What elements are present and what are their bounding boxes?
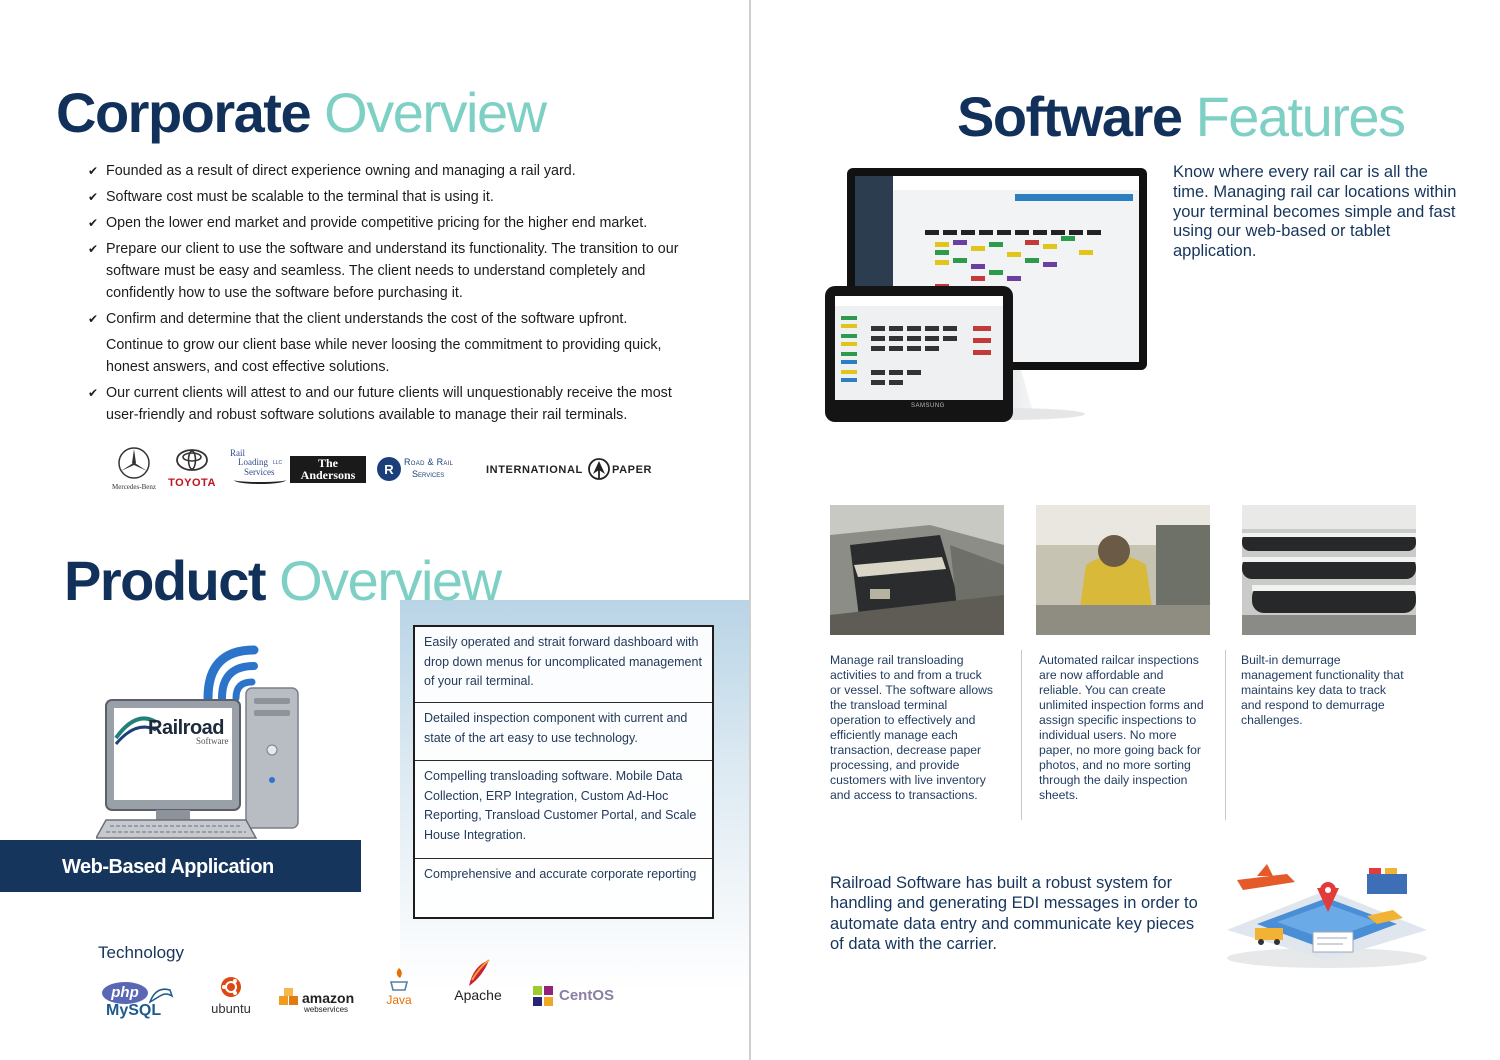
column-divider [1021, 650, 1022, 820]
feature-item: Comprehensive and accurate corporate rep… [424, 867, 697, 881]
edi-description: Railroad Software has built a robust sys… [830, 874, 1198, 953]
bullet-text: Confirm and determine that the client un… [106, 311, 628, 327]
tablet-brand-label: SAMSUNG [911, 403, 945, 409]
transloading-description: Manage rail transloading activities to a… [830, 653, 994, 802]
heading-strong: Product [64, 549, 267, 612]
page-spine [749, 0, 751, 1060]
heading-light: Overview [279, 549, 502, 612]
check-icon: ✔ [88, 216, 99, 230]
apache-logo: Apache [448, 958, 508, 1003]
locomotive-photo [830, 505, 1004, 635]
check-icon: ✔ [88, 386, 99, 400]
java-logo: Java [384, 966, 414, 1007]
bullet-item: ✔ Confirm and determine that the client u… [88, 308, 688, 330]
inspection-description: Automated railcar inspections are now af… [1039, 653, 1204, 802]
features-intro-text: Know where every rail car is all the tim… [1173, 163, 1457, 261]
bullet-text: Founded as a result of direct experience… [106, 163, 576, 179]
svg-text:R: R [384, 462, 394, 477]
bullet-text: Prepare our client to use the software a… [106, 241, 679, 301]
dolphin-icon [148, 988, 174, 1004]
rail-loading-services-logo: Rail Loading Services LLC [230, 446, 288, 488]
road-rail-services-logo: R Road & Rail Services [376, 456, 468, 484]
computer-illustration [96, 645, 299, 839]
andersons-logo: The Andersons [290, 456, 366, 483]
check-icon: ✔ [88, 312, 99, 326]
road-rail-emblem-icon: R [377, 457, 401, 481]
heading-strong: Corporate [56, 81, 312, 144]
toyota-logo: TOYOTA [166, 448, 218, 489]
toyota-emblem-icon [176, 449, 208, 471]
bullet-item: ✔ Prepare our client to use the software … [88, 238, 688, 304]
product-overview-heading: Product Overview [64, 548, 502, 613]
centos-logo: CentOS [532, 984, 622, 1010]
product-feature-box: Easily operated and strait forward dashb… [413, 625, 714, 919]
web-based-banner: Web-Based Application [0, 840, 361, 892]
corporate-bullet-list: ✔ Founded as a result of direct experienc… [88, 160, 688, 430]
swoosh-shape [234, 476, 286, 484]
bullet-item: ✔ Open the lower end market and provide c… [88, 212, 688, 234]
ubuntu-logo: ubuntu [206, 976, 256, 1016]
feature-item: Detailed inspection component with curre… [415, 703, 712, 761]
software-features-heading: Software Features [957, 84, 1407, 149]
demurrage-description: Built-in demurrage management functional… [1241, 653, 1404, 727]
logistics-illustration [1227, 864, 1427, 968]
bullet-text: Open the lower end market and provide co… [106, 215, 648, 231]
bullet-text: Our current clients will attest to and o… [106, 385, 672, 423]
right-page: Software Features [751, 0, 1500, 1060]
left-page: Corporate Overview ✔ Founded as a result … [0, 80, 750, 1060]
check-icon: ✔ [88, 164, 99, 178]
amazon-web-services-logo: amazon webservices [278, 986, 358, 1016]
international-paper-emblem-icon [588, 458, 610, 480]
heading-strong: Software [957, 85, 1183, 148]
centos-pinwheel-icon [533, 986, 553, 1006]
feature-item: Easily operated and strait forward dashb… [415, 627, 712, 703]
ubuntu-circle-icon [221, 977, 241, 997]
bullet-text: Continue to grow our client base while n… [106, 337, 662, 375]
client-logo-row: Mercedes-Benz TOYOTA Rail Loading Servic… [108, 446, 668, 494]
corporate-overview-heading: Corporate Overview [56, 80, 547, 145]
devices-illustration [825, 168, 1147, 422]
check-icon: ✔ [88, 190, 99, 204]
railroad-logo-text: Railroad [148, 717, 225, 739]
check-icon: ✔ [88, 242, 99, 256]
technology-label: Technology [98, 943, 185, 962]
inspector-photo [1036, 505, 1210, 635]
bullet-item: ✔ Software cost must be scalable to the t… [88, 186, 688, 208]
international-paper-logo: INTERNATIONAL PAPER [486, 458, 656, 482]
heading-light: Features [1195, 85, 1407, 148]
bullet-item: ✔ Our current clients will attest to and … [88, 382, 688, 426]
apache-feather-icon [469, 959, 490, 986]
tank-cars-photo [1242, 505, 1416, 635]
railroad-logo-subtext: Software [196, 736, 229, 746]
feature-item: Compelling transloading software. Mobile… [415, 761, 712, 859]
mercedes-star-icon [118, 447, 150, 479]
bullet-item: ✔ Founded as a result of direct experienc… [88, 160, 688, 182]
mercedes-logo: Mercedes-Benz [108, 446, 160, 491]
bullet-text: Software cost must be scalable to the te… [106, 189, 494, 205]
heading-light: Overview [324, 81, 547, 144]
php-mysql-logo: php MySQL [100, 980, 180, 1024]
aws-cubes-icon [279, 988, 298, 1005]
java-cup-icon [389, 968, 409, 991]
column-divider [1225, 650, 1226, 820]
bullet-item: Continue to grow our client base while n… [88, 334, 688, 378]
